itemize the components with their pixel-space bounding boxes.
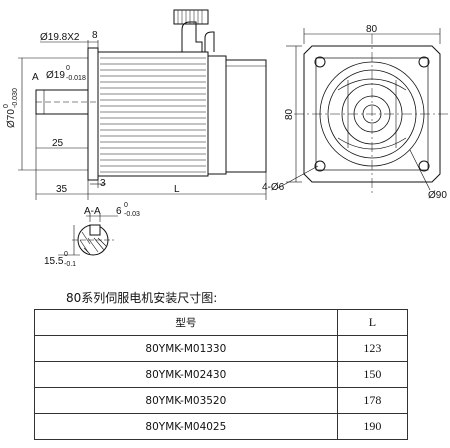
mounting-hole — [314, 160, 326, 172]
shaft-section-aa — [58, 214, 118, 256]
drawing-caption: 80系列伺服电机安装尺寸图: — [66, 291, 218, 305]
dim-key-15-5-upper-tol: 0 — [64, 251, 68, 258]
section-marker-a: A — [32, 72, 39, 83]
dim-shaft-19: Ø19 — [46, 70, 65, 81]
cell-length: 150 — [336, 361, 409, 388]
dim-key-15-5: 15.5 — [44, 256, 64, 267]
table-row: 80YMK-M02430 150 — [34, 361, 409, 388]
dim-spigot-70: Ø70 — [6, 109, 17, 128]
dim-bore-19-8x2: Ø19.8X2 — [40, 32, 80, 43]
dim-spigot-3: 3 — [100, 178, 106, 189]
motor-cable — [181, 21, 203, 52]
dim-key-6-lower-tol: -0.03 — [124, 211, 140, 218]
dim-flange-8: 8 — [92, 30, 98, 41]
dim-key-6: 6 — [116, 206, 122, 217]
dim-key-6-upper-tol: 0 — [124, 202, 128, 209]
dim-key-15-5-lower-tol: -0.1 — [64, 261, 76, 268]
table-header-row: 型号 L — [34, 309, 409, 336]
model-length-table: 型号 L 80YMK-M01330 123 80YMK-M02430 150 8… — [34, 309, 409, 440]
motor-front-view — [294, 34, 450, 194]
header-length: L — [336, 309, 409, 336]
mounting-hole — [314, 56, 326, 68]
dim-shaft-length-25: 25 — [52, 138, 64, 149]
dim-pcd-90: Ø90 — [428, 190, 447, 201]
cell-length: 123 — [336, 335, 409, 362]
front-flange-outline — [303, 45, 441, 183]
cell-model: 80YMK-M01330 — [34, 335, 338, 362]
header-model: 型号 — [34, 309, 338, 336]
dim-height-80: 80 — [284, 108, 295, 120]
table-row: 80YMK-M01330 123 — [34, 335, 409, 362]
table-row: 80YMK-M04025 190 — [34, 413, 409, 440]
cell-model: 80YMK-M03520 — [34, 387, 338, 414]
cell-length: 178 — [336, 387, 409, 414]
motor-dimension-drawing: Ø19.8X2 8 A Ø19 0 -0.018 Ø70 0 -0.030 25… — [3, 9, 450, 268]
table-row: 80YMK-M03520 178 — [34, 387, 409, 414]
mounting-hole — [418, 160, 430, 172]
dim-spigot-70-lower-tol: -0.030 — [12, 88, 19, 108]
motor-connector — [173, 9, 209, 25]
motor-flange — [87, 47, 99, 181]
dim-body-length-l: L — [174, 184, 180, 195]
cell-model: 80YMK-M04025 — [34, 413, 338, 440]
motor-encoder-housing — [225, 59, 267, 173]
dim-shaft-19-lower-tol: -0.018 — [66, 75, 86, 82]
dim-shaft-35: 35 — [56, 184, 68, 195]
dim-spigot-70-upper-tol: 0 — [3, 104, 10, 108]
cell-model: 80YMK-M02430 — [34, 361, 338, 388]
motor-rear-cover — [207, 55, 227, 175]
motor-body — [97, 51, 209, 177]
cell-length: 190 — [336, 413, 409, 440]
mounting-hole — [418, 56, 430, 68]
motor-cooling-fins — [100, 57, 206, 173]
section-label-aa: A-A — [84, 206, 101, 217]
dim-width-80: 80 — [366, 24, 378, 35]
dim-shaft-19-upper-tol: 0 — [66, 65, 70, 72]
dim-holes-4x6: 4-Ø6 — [262, 182, 285, 193]
